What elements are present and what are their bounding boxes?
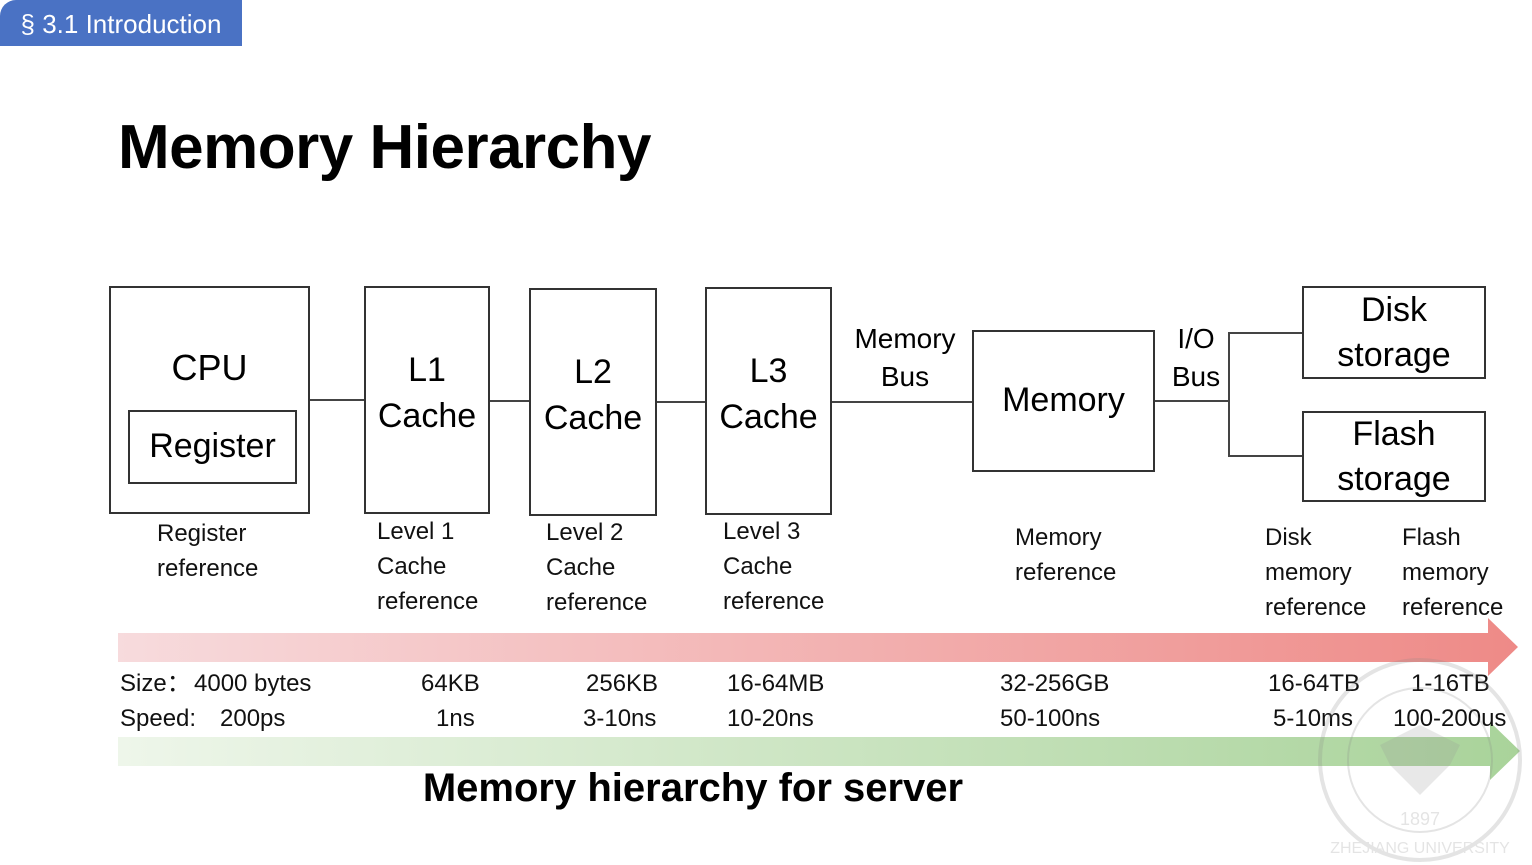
speed-disk: 5-10ms <box>1273 705 1354 732</box>
disk-reference: Disk memory reference <box>1265 524 1367 621</box>
l2-cache-label: L2 Cache <box>543 353 643 437</box>
memory-bus-line <box>832 401 972 403</box>
speed-label: Speed: <box>120 705 197 732</box>
size-l1: 64KB <box>421 670 480 697</box>
speed-memory: 50-100ns <box>1000 705 1101 732</box>
memory-bus-label: Memory Bus <box>854 323 956 392</box>
size-flash: 1-16TB <box>1411 670 1490 697</box>
watermark-text: ZHEJIANG UNIVERSITY <box>1330 840 1510 857</box>
speed-arrow-shape <box>118 722 1520 780</box>
size-l2: 256KB <box>586 670 659 697</box>
l1-cache-box: L1 Cache <box>364 286 490 514</box>
watermark-year: 1897 <box>1400 809 1440 829</box>
memory-reference: Memory reference <box>1015 524 1117 586</box>
size-register: 4000 bytes <box>194 670 312 697</box>
flash-storage-label: Flash storage <box>1337 415 1451 498</box>
connector-flash <box>1228 455 1302 457</box>
l3-cache-label: L3 Cache <box>719 352 818 436</box>
io-bus-label: I/O Bus <box>1171 323 1221 392</box>
section-tag: § 3.1 Introduction <box>0 0 242 46</box>
flash-reference: Flash memory reference <box>1402 524 1504 621</box>
speed-l1: 1ns <box>436 705 475 732</box>
page-title: Memory Hierarchy <box>118 113 652 182</box>
connector-l1-l2 <box>490 400 529 402</box>
size-memory: 32-256GB <box>1000 670 1110 697</box>
disk-storage-box: Disk storage <box>1302 286 1486 379</box>
memory-box: Memory <box>972 330 1155 472</box>
speed-flash: 100-200us <box>1393 705 1507 732</box>
memory-label: Memory <box>1002 381 1125 420</box>
l3-cache-box: L3 Cache <box>705 287 832 515</box>
disk-storage-label: Disk storage <box>1337 291 1451 374</box>
connector-l2-l3 <box>657 401 705 403</box>
university-seal-watermark: 1897 ZHEJIANG UNIVERSITY <box>1318 658 1522 862</box>
size-arrow <box>118 618 1518 676</box>
l2-reference: Level 2 Cache reference <box>546 519 648 616</box>
l2-cache-box: L2 Cache <box>529 288 657 516</box>
speed-arrow <box>118 722 1520 780</box>
size-disk: 16-64TB <box>1268 670 1361 697</box>
speed-register: 200ps <box>220 705 286 732</box>
flash-storage-box: Flash storage <box>1302 411 1486 502</box>
l3-reference: Level 3 Cache reference <box>723 518 825 615</box>
size-l3: 16-64MB <box>727 670 825 697</box>
io-bus-branch <box>1228 332 1230 456</box>
register-label: Register <box>149 427 276 466</box>
size-label: Size： <box>120 670 191 697</box>
connector-cpu-l1 <box>310 399 364 401</box>
speed-l3: 10-20ns <box>727 705 814 732</box>
register-box: Register <box>128 410 297 484</box>
register-reference: Register reference <box>157 520 259 582</box>
speed-l2: 3-10ns <box>583 705 657 732</box>
connector-disk <box>1228 332 1302 334</box>
diagram-caption: Memory hierarchy for server <box>422 766 964 810</box>
l1-cache-label: L1 Cache <box>377 351 477 435</box>
size-arrow-shape <box>118 618 1518 676</box>
l1-reference: Level 1 Cache reference <box>377 518 479 615</box>
io-bus-line <box>1155 400 1228 402</box>
cpu-label: CPU <box>171 347 248 388</box>
